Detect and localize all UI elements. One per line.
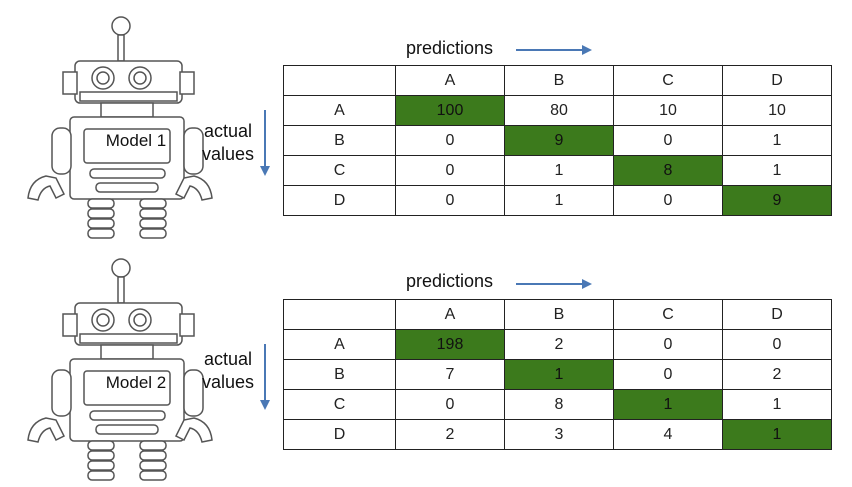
table-cell: 3: [504, 419, 614, 450]
table-cell: 0: [395, 389, 505, 420]
down-arrow-icon: [260, 344, 270, 410]
confusion-matrix-2: A B C D A 198 2 0 0 B 7 1 0 2 C 0 8 1 1 …: [283, 299, 832, 450]
table-cell: 0: [613, 329, 723, 360]
right-arrow-icon: [516, 45, 592, 55]
table-row: D 0 1 0 9: [283, 185, 832, 216]
header-row: A B C D: [283, 65, 832, 96]
robot-1: Model 1: [8, 8, 218, 243]
table-cell: 10: [613, 95, 723, 126]
column-header: C: [613, 299, 723, 330]
corner-cell: [283, 65, 396, 96]
diagonal-cell: 1: [613, 389, 723, 420]
table-row: D 2 3 4 1: [283, 419, 832, 450]
table-cell: 1: [722, 155, 832, 186]
table-cell: 0: [722, 329, 832, 360]
diagonal-cell: 100: [395, 95, 505, 126]
row-header: A: [283, 95, 396, 126]
row-header: D: [283, 419, 396, 450]
table-row: B 7 1 0 2: [283, 359, 832, 390]
row-header: C: [283, 155, 396, 186]
diagonal-cell: 8: [613, 155, 723, 186]
robot-icon: [27, 16, 213, 239]
corner-cell: [283, 299, 396, 330]
table-cell: 0: [613, 185, 723, 216]
table-cell: 1: [722, 125, 832, 156]
down-arrow-icon: [260, 110, 270, 176]
table-row: A 198 2 0 0: [283, 329, 832, 360]
robot-2: Model 2: [8, 250, 218, 485]
row-header: D: [283, 185, 396, 216]
header-row: A B C D: [283, 299, 832, 330]
table-cell: 0: [613, 125, 723, 156]
model-label: Model 2: [105, 373, 167, 392]
table-cell: 7: [395, 359, 505, 390]
row-header: B: [283, 125, 396, 156]
table-cell: 0: [613, 359, 723, 390]
diagonal-cell: 1: [504, 359, 614, 390]
table-row: C 0 8 1 1: [283, 389, 832, 420]
column-header: D: [722, 299, 832, 330]
values-text: values: [201, 144, 255, 164]
actual-text: actual: [203, 121, 253, 141]
table-cell: 80: [504, 95, 614, 126]
table-row: C 0 1 8 1: [283, 155, 832, 186]
column-header: B: [504, 65, 614, 96]
diagonal-cell: 9: [722, 185, 832, 216]
column-header: A: [395, 299, 505, 330]
actual-values-label: actual values: [197, 120, 259, 166]
table-cell: 1: [504, 185, 614, 216]
table-cell: 0: [395, 185, 505, 216]
table-cell: 4: [613, 419, 723, 450]
table-cell: 10: [722, 95, 832, 126]
row-header: B: [283, 359, 396, 390]
column-header: D: [722, 65, 832, 96]
table-row: A 100 80 10 10: [283, 95, 832, 126]
table-cell: 0: [395, 125, 505, 156]
confusion-matrix-1: A B C D A 100 80 10 10 B 0 9 0 1 C 0 1 8…: [283, 65, 832, 216]
table-cell: 2: [395, 419, 505, 450]
column-header: B: [504, 299, 614, 330]
table-cell: 1: [504, 155, 614, 186]
table-cell: 0: [395, 155, 505, 186]
predictions-label: predictions: [406, 271, 494, 291]
actual-values-label: actual values: [197, 348, 259, 394]
table-cell: 1: [722, 389, 832, 420]
diagonal-cell: 1: [722, 419, 832, 450]
table-cell: 2: [722, 359, 832, 390]
actual-text: actual: [203, 349, 253, 369]
column-header: C: [613, 65, 723, 96]
predictions-label: predictions: [406, 38, 494, 58]
row-header: A: [283, 329, 396, 360]
diagonal-cell: 9: [504, 125, 614, 156]
values-text: values: [201, 372, 255, 392]
robot-icon: [27, 258, 213, 481]
table-cell: 2: [504, 329, 614, 360]
right-arrow-icon: [516, 279, 592, 289]
model-label: Model 1: [105, 131, 167, 150]
diagonal-cell: 198: [395, 329, 505, 360]
table-cell: 8: [504, 389, 614, 420]
column-header: A: [395, 65, 505, 96]
table-row: B 0 9 0 1: [283, 125, 832, 156]
row-header: C: [283, 389, 396, 420]
